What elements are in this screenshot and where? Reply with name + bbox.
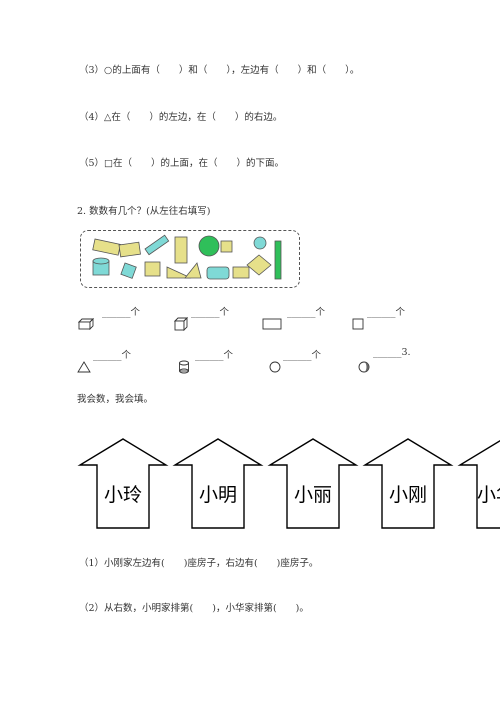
blank-triangle[interactable]: ______个 bbox=[93, 350, 132, 361]
house-name: 小明 bbox=[198, 483, 237, 506]
house-name: 小丽 bbox=[293, 483, 332, 506]
cuboid-shape bbox=[92, 238, 121, 256]
blank-cube[interactable]: ______个 bbox=[191, 307, 230, 318]
question-4: （4）△在（ ）的左边，在（ ）的右边。 bbox=[79, 112, 283, 123]
blank-circle[interactable]: ______个 bbox=[283, 350, 322, 361]
blank-sphere[interactable]: ______3. bbox=[373, 347, 411, 358]
cube-icon bbox=[174, 317, 188, 331]
house-name: 小华 bbox=[477, 483, 500, 506]
house-xiaoli: 小丽 bbox=[267, 436, 359, 536]
circle-icon bbox=[269, 361, 281, 373]
cylinder-icon bbox=[179, 360, 189, 374]
section-2-title: 2. 数数有几个？(从左往右填写) bbox=[77, 206, 211, 217]
house-xiaoling: 小玲 bbox=[77, 436, 169, 536]
blank-cylinder[interactable]: ______个 bbox=[195, 350, 234, 361]
question-5: （5）□在（ ）的上面，在（ ）的下面。 bbox=[79, 158, 285, 169]
blank-square[interactable]: ______个 bbox=[367, 307, 406, 318]
shapes-illustration bbox=[92, 234, 282, 280]
sphere-icon bbox=[358, 361, 370, 373]
house-xiaohua: 小华 bbox=[457, 436, 500, 536]
section-3-question-1: （1）小刚家左边有( )座房子，右边有( )座房子。 bbox=[79, 558, 319, 569]
triangle-icon bbox=[77, 361, 91, 373]
cuboid-icon bbox=[78, 318, 94, 330]
house-name: 小刚 bbox=[388, 483, 427, 506]
house-name: 小玲 bbox=[103, 483, 142, 506]
house-xiaogang: 小刚 bbox=[362, 436, 454, 536]
section-3-title: 我会数，我会填。 bbox=[77, 394, 154, 405]
blank-rectangle[interactable]: ______个 bbox=[287, 307, 326, 318]
rectangle-icon bbox=[262, 318, 282, 330]
shapes-picture bbox=[80, 230, 300, 288]
question-3: （3）○的上面有（ ）和（ ），左边有（ ）和（ ）。 bbox=[79, 65, 360, 76]
blank-cuboid[interactable]: ______个 bbox=[102, 307, 141, 318]
square-icon bbox=[352, 318, 364, 330]
house-xiaoming: 小明 bbox=[172, 436, 264, 536]
section-3-question-2: （2）从右数，小明家排第( )，小华家排第( )。 bbox=[79, 603, 309, 614]
